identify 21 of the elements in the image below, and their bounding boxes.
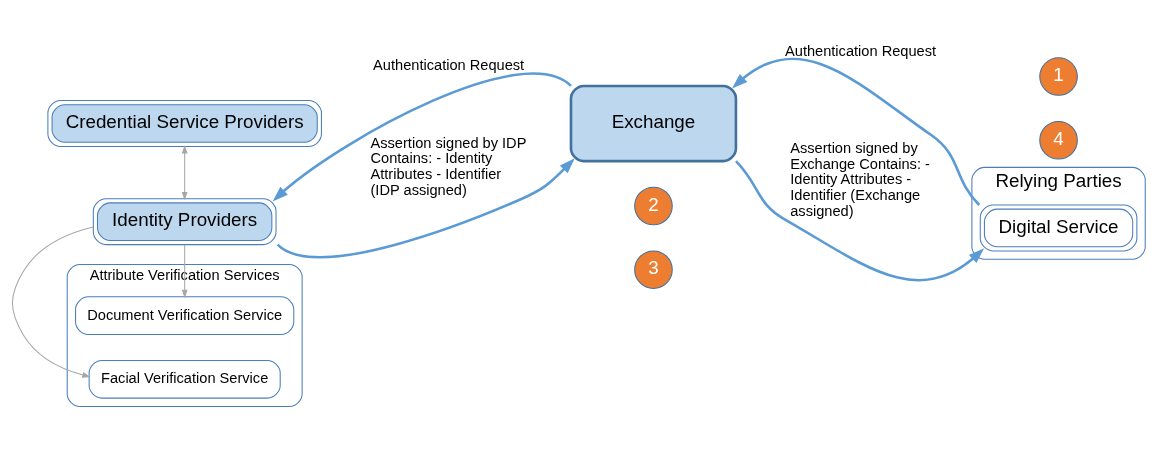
node-box: Facial Verification Service [88, 360, 281, 399]
arrow [181, 244, 188, 299]
node-box: Digital Service [979, 204, 1138, 252]
edge-label: Authentication Request [785, 42, 937, 59]
edge-label: Assertion signed by Exchange Contains: - Identity Attributes - Identifier (Exchange assigned) [790, 139, 930, 219]
node-box: Identity Providers [92, 198, 277, 246]
node-circle: 1 [1039, 57, 1078, 96]
arrow [181, 145, 188, 201]
edge-label: Authentication Request [373, 57, 525, 74]
node-circle: 2 [634, 186, 673, 226]
node-box: Document Verification Service [75, 296, 295, 335]
arrow [735, 160, 985, 282]
node-box: Credential Service Providers [47, 100, 322, 147]
arrow [732, 57, 981, 206]
node-box: Exchange [569, 84, 738, 163]
edge-label: Assertion signed by IDP Contains: - Identity Attributes - Identifier (IDP assigned) [370, 134, 527, 198]
arrow [276, 158, 575, 259]
node-circle: 3 [634, 250, 673, 289]
arrow [272, 72, 572, 202]
arrow [11, 226, 94, 378]
node-circle: 4 [1039, 120, 1078, 160]
